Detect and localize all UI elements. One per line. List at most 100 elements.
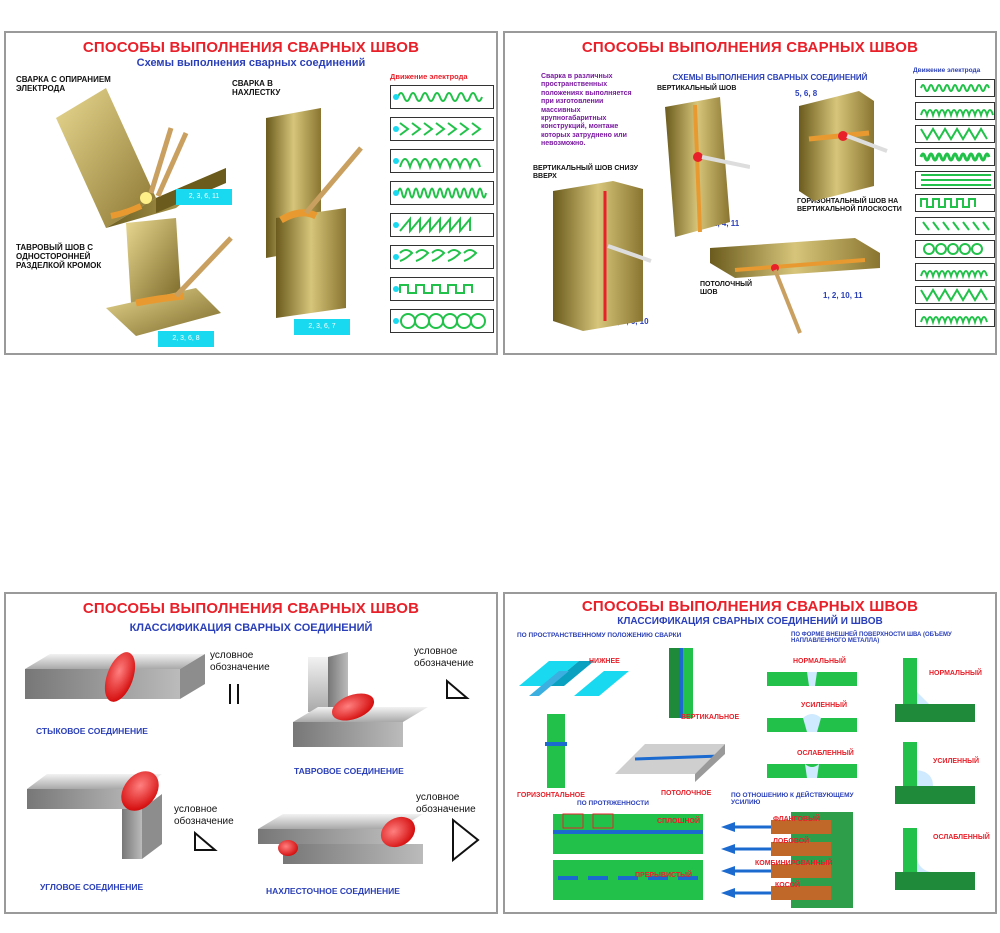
label-overlap-welding: СВАРКА В НАХЛЕСТКУ <box>232 79 281 98</box>
corner-joint-illustration <box>27 771 162 859</box>
label-frontal: ЛОБОВОЙ <box>773 838 810 845</box>
corner-symbol-icon <box>194 830 218 851</box>
panel4-title: СПОСОБЫ ВЫПОЛНЕНИЯ СВАРНЫХ ШВОВ <box>581 598 919 615</box>
label-combined: КОМБИНИРОВАННЫЙ <box>755 860 833 867</box>
pattern-6 <box>390 245 494 269</box>
label-by-force: ПО ОТНОШЕНИЮ К ДЕЙСТВУЮЩЕМУ УСИЛИЮ <box>731 792 854 806</box>
box-2-3-6-11: 2, 3, 6, 11 <box>176 189 232 205</box>
pattern-2-7 <box>915 217 995 235</box>
lap-joint-illustration <box>258 814 423 864</box>
box-2-3-6-8: 2, 3, 6, 8 <box>158 331 214 347</box>
solid-seam-illustration <box>553 813 703 854</box>
panel3-title: СПОСОБЫ ВЫПОЛНЕНИЯ СВАРНЫХ ШВОВ <box>82 600 420 617</box>
label-by-surface: ПО ФОРМЕ ВНЕШНЕЙ ПОВЕРХНОСТИ ШВА (ОБЪЕМУ… <box>791 632 952 644</box>
label-electrode-motion: Движение электрода <box>390 72 468 81</box>
weakened-tee-illustration <box>895 828 975 890</box>
label-vertical-seam: ВЕРТИКАЛЬНЫЙ ШОВ <box>657 85 737 92</box>
pattern-2-6 <box>915 194 995 212</box>
intermittent-seam-illustration <box>553 860 703 900</box>
tee-weld-illustration <box>106 218 233 336</box>
label-horizontal-pos: ГОРИЗОНТАЛЬНОЕ <box>517 792 585 799</box>
pattern-2-8 <box>915 240 995 258</box>
label-lower: НИЖНЕЕ <box>589 658 620 665</box>
butt-symbol-icon <box>229 684 239 704</box>
panel-electrode-schemes: СПОСОБЫ ВЫПОЛНЕНИЯ СВАРНЫХ ШВОВ Схемы вы… <box>4 31 498 355</box>
panel-spatial-positions: СПОСОБЫ ВЫПОЛНЕНИЯ СВАРНЫХ ШВОВ СХЕМЫ ВЫ… <box>503 31 997 355</box>
label-reinforced: УСИЛЕННЫЙ <box>801 702 848 709</box>
panel1-title: СПОСОБЫ ВЫПОЛНЕНИЯ СВАРНЫХ ШВОВ <box>82 39 420 56</box>
label-normal-tee: НОРМАЛЬНЫЙ <box>929 670 982 677</box>
label-normal: НОРМАЛЬНЫЙ <box>793 658 846 665</box>
panel2-title: СПОСОБЫ ВЫПОЛНЕНИЯ СВАРНЫХ ШВОВ <box>581 39 919 56</box>
butt-joint-illustration <box>25 652 205 702</box>
intro-text: Сварка в различных пространственных поло… <box>541 73 632 148</box>
butt-symbol-label: условное обозначение <box>210 650 270 673</box>
label-lap-joint: НАХЛЕСТОЧНОЕ СОЕДИНЕНИЕ <box>266 886 400 896</box>
normal-seam-illustration <box>767 672 857 686</box>
normal-tee-illustration <box>895 658 975 722</box>
label-tee-joint: ТАВРОВОЕ СОЕДИНЕНИЕ <box>294 766 404 776</box>
num-5-6-8: 5, 6, 8 <box>795 89 818 98</box>
label-solid: СПЛОШНОЙ <box>657 818 701 825</box>
panel-joint-classification: СПОСОБЫ ВЫПОЛНЕНИЯ СВАРНЫХ ШВОВ КЛАССИФИ… <box>4 592 498 914</box>
label-intermittent: ПРЕРЫВИСТЫЙ <box>635 872 693 879</box>
tee-symbol-icon <box>446 678 470 699</box>
label-by-position: ПО ПРОСТРАНСТВЕННОМУ ПОЛОЖЕНИЮ СВАРКИ <box>517 632 682 639</box>
pattern-2-2 <box>915 102 995 120</box>
pattern-5 <box>390 213 494 237</box>
label-weakened-tee: ОСЛАБЛЕННЫЙ <box>933 834 990 841</box>
label-reinforced-tee: УСИЛЕННЫЙ <box>933 758 980 765</box>
label-ceiling-seam: ПОТОЛОЧНЫЙ ШОВ <box>700 281 753 297</box>
label-vertical-bottom-up: ВЕРТИКАЛЬНЫЙ ШОВ СНИЗУ ВВЕРХ <box>533 165 638 181</box>
force-seams-illustration <box>721 812 853 908</box>
ceiling-pos-illustration <box>615 744 725 782</box>
label-horizontal-on-vertical: ГОРИЗОНТАЛЬНЫЙ ШОВ НА ВЕРТИКАЛЬНОЙ ПЛОСК… <box>797 198 902 214</box>
pattern-2-1 <box>915 79 995 97</box>
reinforced-seam-illustration <box>767 714 857 732</box>
label-weakened: ОСЛАБЛЕННЫЙ <box>797 750 854 757</box>
label-vertical-pos: ВЕРТИКАЛЬНОЕ <box>681 714 740 721</box>
overlap-weld-illustration <box>266 108 363 318</box>
pattern-2 <box>390 117 494 141</box>
label-by-length: ПО ПРОТЯЖЕННОСТИ <box>577 800 649 807</box>
lap-symbol-icon <box>452 818 480 862</box>
box-2-3-6-7: 2, 3, 6, 7 <box>294 319 350 335</box>
label-butt-joint: СТЫКОВОЕ СОЕДИНЕНИЕ <box>36 726 148 736</box>
electrode-pattern-list <box>390 85 494 333</box>
horizontal-seam-illustration <box>799 91 888 201</box>
corner-symbol-label: условное обозначение <box>174 804 234 827</box>
panel1-subtitle: Схемы выполнения сварных соединений <box>136 57 366 69</box>
label-oblique: КОСОЙ <box>775 882 801 889</box>
vertical-pos-illustration <box>669 648 693 718</box>
label-tee-seam: ТАВРОВЫЙ ШОВ С ОДНОСТОРОННЕЙ РАЗДЕЛКОЙ К… <box>16 243 102 271</box>
pattern-2-10 <box>915 286 995 304</box>
pattern-2-4 <box>915 148 995 166</box>
ceiling-seam-illustration <box>710 238 880 334</box>
panel2-subtitle: СХЕМЫ ВЫПОЛНЕНИЯ СВАРНЫХ СОЕДИНЕНИЙ <box>672 73 868 82</box>
pattern-1 <box>390 85 494 109</box>
pattern-2-3 <box>915 125 995 143</box>
panel3-subtitle: КЛАССИФИКАЦИЯ СВАРНЫХ СОЕДИНЕНИЙ <box>129 622 373 634</box>
lap-symbol-label: условное обозначение <box>416 792 476 815</box>
label-support-welding: СВАРКА С ОПИРАНИЕМ ЭЛЕКТРОДА <box>16 75 111 94</box>
lower-seam-illustration <box>519 661 629 696</box>
pattern-7 <box>390 277 494 301</box>
label-ceiling-pos: ПОТОЛОЧНОЕ <box>661 790 712 797</box>
label-flank: ФЛАНГОВЫЙ <box>773 816 820 823</box>
label-corner-joint: УГЛОВОЕ СОЕДИНЕНИЕ <box>40 882 144 892</box>
horizontal-pos-illustration <box>545 714 567 788</box>
pattern-8 <box>390 309 494 333</box>
vertical-seam-illustration <box>665 97 750 237</box>
support-weld-illustration <box>56 88 226 228</box>
tee-symbol-label: условное обозначение <box>414 646 474 669</box>
label-motion-2: Движение электрода <box>913 67 981 74</box>
pattern-2-5 <box>915 171 995 189</box>
tee-joint-illustration <box>293 652 428 747</box>
num-1-4-11: 1, 4, 11 <box>713 219 740 228</box>
panel4-subtitle: КЛАССИФИКАЦИЯ СВАРНЫХ СОЕДИНЕНИЙ И ШВОВ <box>617 616 883 627</box>
pattern-2-11 <box>915 309 995 327</box>
vertical-up-illustration <box>553 181 652 331</box>
reinforced-tee-illustration <box>895 742 975 804</box>
panel-seam-classification: СПОСОБЫ ВЫПОЛНЕНИЯ СВАРНЫХ ШВОВ КЛАССИФИ… <box>503 592 997 914</box>
pattern-2-9 <box>915 263 995 281</box>
